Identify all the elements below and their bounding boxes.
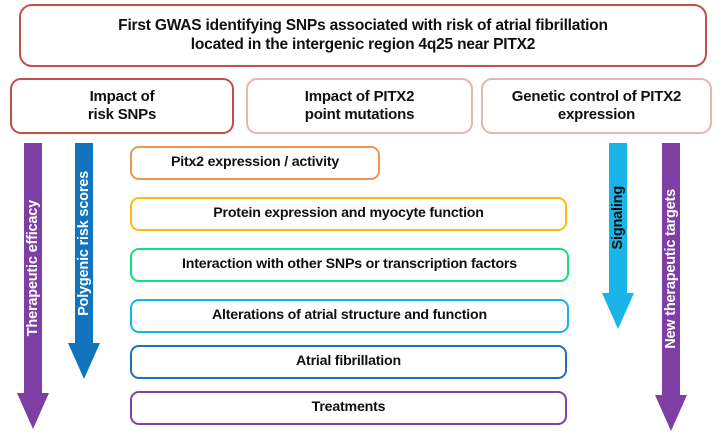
stack-box-atrial-fibrillation: Atrial fibrillation xyxy=(130,345,567,379)
category-box-impact-of-pitx2-point-mutations: Impact of PITX2 point mutations xyxy=(246,78,473,134)
category-box-text: Impact of risk SNPs xyxy=(88,88,156,125)
down-arrow-polygenic-risk-scores: Polygenic risk scores xyxy=(68,143,100,379)
title-text: First GWAS identifying SNPs associated w… xyxy=(118,17,608,55)
stack-box-label: Interaction with other SNPs or transcrip… xyxy=(182,256,517,273)
category-box-text: Genetic control of PITX2 expression xyxy=(511,87,682,125)
category-box-impact-of-risk-snps: Impact of risk SNPs xyxy=(10,78,234,134)
down-arrow-icon xyxy=(17,143,49,429)
stack-box-label: Atrial fibrillation xyxy=(296,353,401,370)
stack-box-alterations-of-atrial-structure-and-function: Alterations of atrial structure and func… xyxy=(130,299,569,333)
category-0-line-2: risk SNPs xyxy=(87,106,157,123)
stack-box-protein-expression-and-myocyte-function: Protein expression and myocyte function xyxy=(130,197,567,231)
stack-box-label: Treatments xyxy=(311,399,386,416)
down-arrow-icon xyxy=(655,143,687,431)
title-line-1: First GWAS identifying SNPs associated w… xyxy=(118,16,608,34)
stack-box-treatments: Treatments xyxy=(130,391,567,425)
down-arrow-signaling: Signaling xyxy=(602,143,634,329)
category-box-text: Impact of PITX2 point mutations xyxy=(305,88,415,125)
title-line-2: located in the intergenic region 4q25 ne… xyxy=(190,35,536,53)
category-0-line-1: Impact of xyxy=(89,87,155,105)
stack-box-label: Protein expression and myocyte function xyxy=(213,205,484,222)
down-arrow-therapeutic-efficacy: Therapeutic efficacy xyxy=(17,143,49,429)
stack-box-label: Pitx2 expression / activity xyxy=(170,154,340,171)
category-1-line-2: point mutations xyxy=(304,106,415,123)
category-box-genetic-control-of-pitx2-expression: Genetic control of PITX2 expression xyxy=(481,78,712,134)
category-2-line-1: Genetic control of PITX2 xyxy=(511,87,682,105)
down-arrow-new-therapeutic-targets: New therapeutic targets xyxy=(655,143,687,431)
category-2-line-2: expression xyxy=(557,106,636,123)
stack-box-interaction-with-other-snps-or-transcription-factors: Interaction with other SNPs or transcrip… xyxy=(130,248,569,282)
down-arrow-icon xyxy=(68,143,100,379)
stack-box-label: Alterations of atrial structure and func… xyxy=(212,307,487,324)
category-1-line-1: Impact of PITX2 xyxy=(304,87,415,105)
down-arrow-icon xyxy=(602,143,634,329)
stack-box-pitx2-expression-activity: Pitx2 expression / activity xyxy=(130,146,380,180)
title-box: First GWAS identifying SNPs associated w… xyxy=(19,4,707,67)
